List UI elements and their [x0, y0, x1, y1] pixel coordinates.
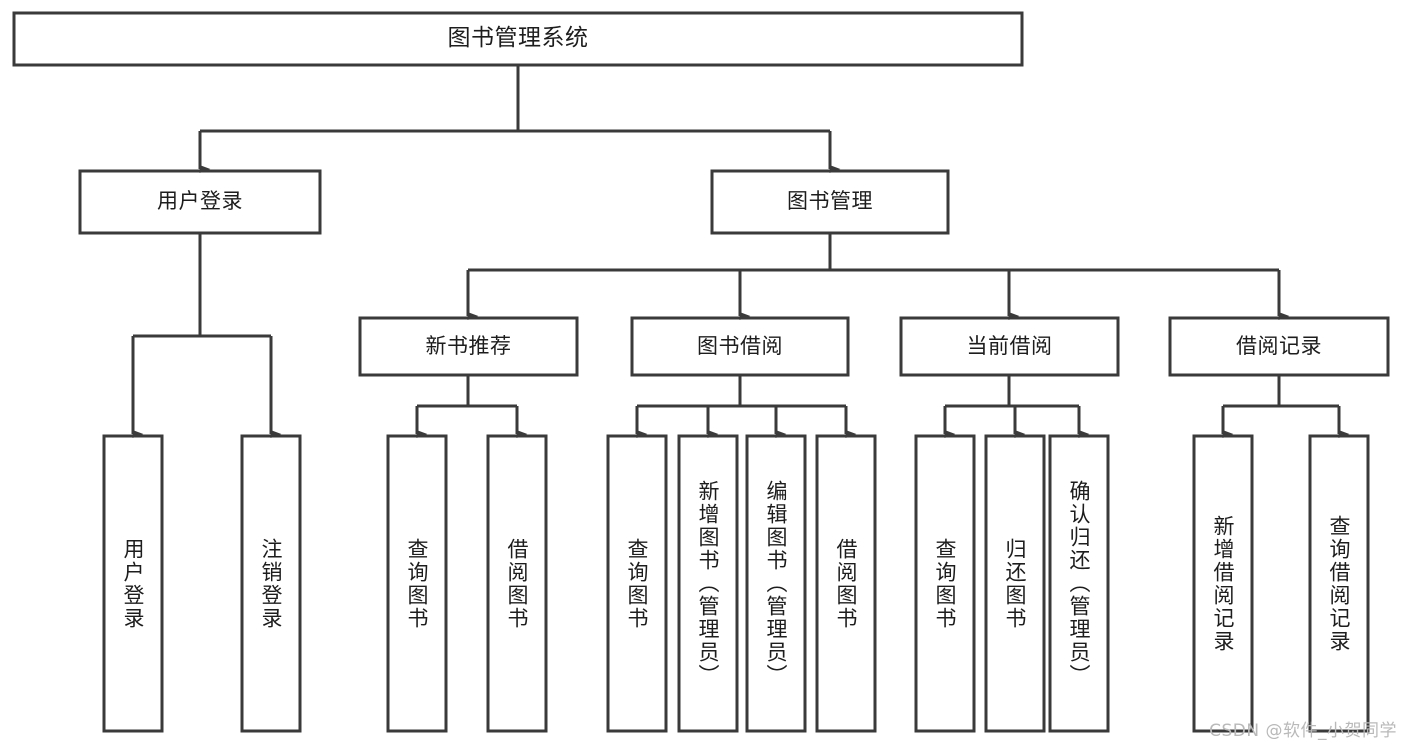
node-box-leaf-borrow-book[interactable] — [815, 434, 877, 733]
node-box-book-management[interactable] — [710, 169, 950, 235]
node-box-leaf-query-book-recommend[interactable] — [386, 434, 448, 733]
node-box-leaf-query-borrow-record[interactable] — [1308, 434, 1370, 733]
node-box-user-login[interactable] — [78, 169, 322, 235]
node-box-leaf-add-borrow-record[interactable] — [1192, 434, 1254, 733]
node-box-leaf-query-book-current[interactable] — [914, 434, 976, 733]
node-box-leaf-confirm-return-admin[interactable] — [1048, 434, 1110, 733]
node-box-leaf-query-book-borrow[interactable] — [606, 434, 668, 733]
node-box-borrow-record[interactable] — [1168, 316, 1390, 377]
node-box-new-book-recommend[interactable] — [358, 316, 579, 377]
node-box-leaf-return-book[interactable] — [984, 434, 1046, 733]
node-box-current-borrow[interactable] — [899, 316, 1120, 377]
node-box-root[interactable] — [12, 11, 1024, 67]
node-box-leaf-edit-book-admin[interactable] — [745, 434, 807, 733]
node-box-leaf-user-login[interactable] — [102, 434, 164, 733]
node-box-book-borrow[interactable] — [630, 316, 850, 377]
node-box-leaf-borrow-book-recommend[interactable] — [486, 434, 548, 733]
node-box-leaf-add-book-admin[interactable] — [677, 434, 739, 733]
node-box-leaf-user-logout[interactable] — [240, 434, 302, 733]
